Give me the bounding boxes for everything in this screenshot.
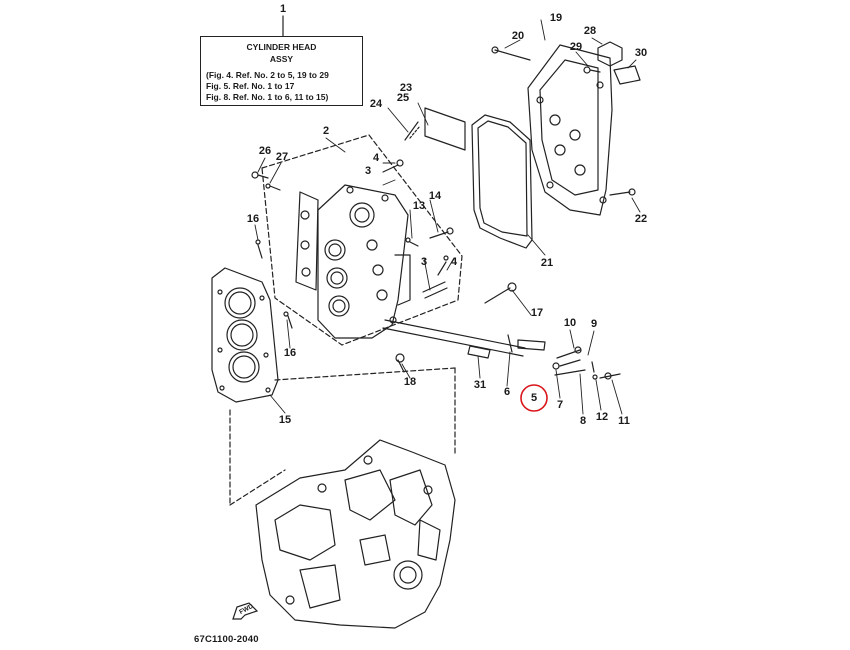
cover-gasket-inner <box>477 120 528 237</box>
callout-4-lower: 4 <box>450 256 458 268</box>
title-line-3: (Fig. 4. Ref. No. 2 to 5, 19 to 29 <box>206 70 329 80</box>
title-line-4: Fig. 5. Ref. No. 1 to 17 <box>206 81 295 91</box>
title-line-1: CYLINDER HEAD <box>246 42 317 52</box>
callout-27: 27 <box>275 151 289 163</box>
highlight-circle <box>520 384 548 412</box>
callout-16-lower: 16 <box>283 347 297 359</box>
title-box: CYLINDER HEAD ASSY (Fig. 4. Ref. No. 2 t… <box>200 36 363 106</box>
callout-23: 23 <box>399 82 413 94</box>
callout-9: 9 <box>590 318 598 330</box>
callout-7: 7 <box>556 399 564 411</box>
cylinder-block <box>255 439 456 629</box>
callout-17: 17 <box>530 307 544 319</box>
callout-8: 8 <box>579 415 587 427</box>
callout-31: 31 <box>473 379 487 391</box>
callout-19: 19 <box>549 12 563 24</box>
callout-12: 12 <box>595 411 609 423</box>
callout-25: 25 <box>396 92 410 104</box>
callout-6: 6 <box>503 386 511 398</box>
callout-13: 13 <box>412 200 426 212</box>
cylinder-head-body <box>295 184 411 339</box>
fwd-arrow-icon <box>232 602 259 620</box>
leader-lines <box>254 19 641 415</box>
callout-3-upper: 3 <box>364 165 372 177</box>
cover-plate <box>424 107 466 151</box>
callout-1: 1 <box>279 3 287 15</box>
fasteners <box>251 46 636 380</box>
callout-16-upper: 16 <box>246 213 260 225</box>
callout-14: 14 <box>428 190 442 202</box>
callout-2: 2 <box>322 125 330 137</box>
callout-22: 22 <box>634 213 648 225</box>
diagram-code: 67C1100-2040 <box>194 634 259 645</box>
callout-30: 30 <box>634 47 648 59</box>
cylinder-head-gasket <box>211 267 279 403</box>
dashed-link <box>229 469 286 506</box>
cover-gasket <box>471 114 533 249</box>
cap <box>597 41 623 67</box>
callout-21: 21 <box>540 257 554 269</box>
title-line-2: ASSY <box>269 54 294 64</box>
dashed-link <box>274 367 456 381</box>
callout-28: 28 <box>583 25 597 37</box>
cylinder-head-dashed-outline <box>261 134 463 346</box>
callout-11: 11 <box>618 415 630 427</box>
callout-3-lower: 3 <box>420 256 428 268</box>
callout-4-upper: 4 <box>372 152 380 164</box>
callout-20: 20 <box>511 30 525 42</box>
callout-29: 29 <box>569 41 583 53</box>
callout-10: 10 <box>563 317 577 329</box>
callout-15: 15 <box>278 414 292 426</box>
callout-24: 24 <box>369 98 383 110</box>
title-line-5: Fig. 8. Ref. No. 1 to 6, 11 to 15) <box>206 92 329 102</box>
label-plate <box>613 65 641 85</box>
callout-18: 18 <box>403 376 417 388</box>
callout-5: 5 <box>530 392 538 404</box>
cylinder-head-cover <box>527 44 613 216</box>
callout-26: 26 <box>258 145 272 157</box>
